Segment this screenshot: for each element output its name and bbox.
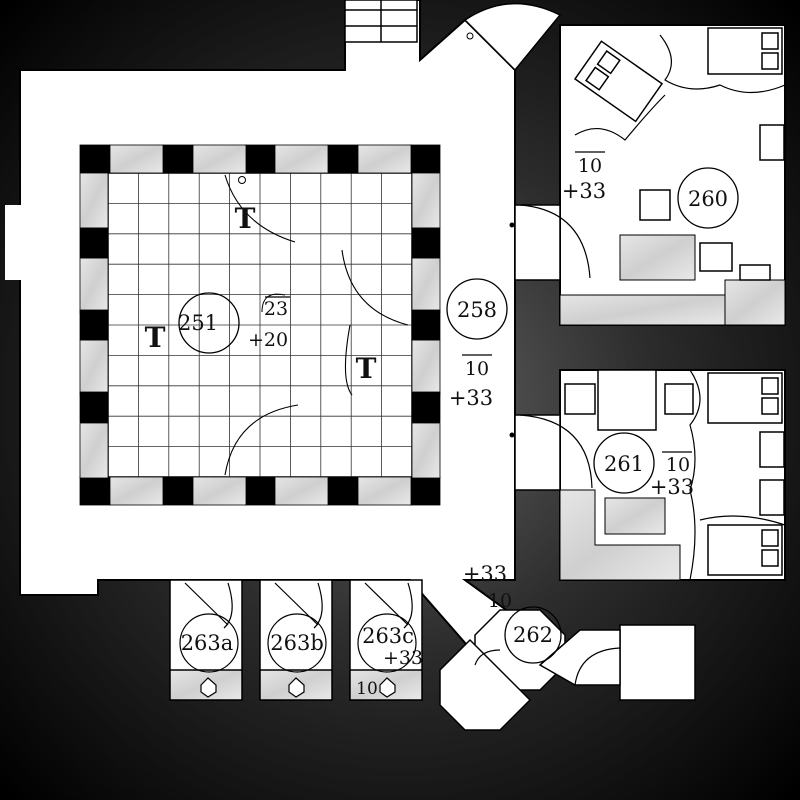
marble-wall-block (357, 144, 412, 174)
marble-wall-block (79, 339, 109, 396)
marble-wall-block (357, 476, 412, 506)
marble-wall-block (411, 172, 441, 229)
pillar (244, 476, 276, 506)
marble-wall-block (274, 144, 329, 174)
room-label-261: 261 (604, 452, 644, 476)
marble-wall-block (192, 476, 247, 506)
room-label-263c: 263c (362, 624, 414, 648)
room-label-260: 260 (688, 187, 728, 211)
room-label-251: 251 (178, 311, 218, 335)
pillar (79, 476, 111, 506)
annotation-258-bottom: +33 (449, 386, 493, 410)
marble-wall-block (274, 476, 329, 506)
pillar (79, 391, 109, 423)
marble-wall-block (109, 144, 164, 174)
room-label-258: 258 (457, 298, 497, 322)
marble-wall-block (109, 476, 164, 506)
marble-wall-block (192, 144, 247, 174)
room-262-area (439, 609, 696, 731)
marble-wall-block (79, 172, 109, 229)
annotation-260-bottom: +33 (562, 179, 606, 203)
pillar (79, 227, 109, 259)
trap-symbol: T (145, 321, 166, 354)
annotation-263c-bottom: 10 (356, 679, 378, 699)
pillar (411, 391, 441, 423)
annotation-260-top: 10 (578, 155, 602, 177)
marble-wall-block (411, 257, 441, 314)
room-label-262: 262 (513, 623, 553, 647)
annotation-263c-top: +33 (383, 647, 423, 669)
marble-wall-block (411, 339, 441, 396)
pillar (409, 476, 441, 506)
room-251 (79, 144, 441, 506)
pillar (327, 476, 359, 506)
pillar (79, 309, 109, 341)
pillar (79, 144, 111, 174)
annotation-251-top: 23 (264, 298, 288, 320)
annotation-261-top: 10 (666, 454, 690, 476)
pillar (411, 309, 441, 341)
trap-symbol: T (356, 352, 377, 385)
pillar (162, 476, 194, 506)
pillar (162, 144, 194, 174)
stairs (344, 0, 418, 43)
annotation-251-bottom: +20 (248, 329, 288, 351)
marble-wall-block (79, 422, 109, 479)
annotation-261-bottom: +33 (650, 475, 694, 499)
marble-wall-block (79, 257, 109, 314)
pillar (327, 144, 359, 174)
annotation-262-bottom: 10 (488, 590, 512, 612)
marble-wall-block (411, 422, 441, 479)
annotation-258-top: 10 (465, 358, 489, 380)
room-label-263a: 263a (181, 631, 234, 655)
pillar (411, 227, 441, 259)
pillar (409, 144, 441, 174)
pillar (244, 144, 276, 174)
north-curved-door (463, 2, 562, 72)
trap-symbol: T (235, 202, 256, 235)
annotation-262-top: +33 (463, 562, 507, 586)
room-label-263b: 263b (270, 631, 324, 655)
